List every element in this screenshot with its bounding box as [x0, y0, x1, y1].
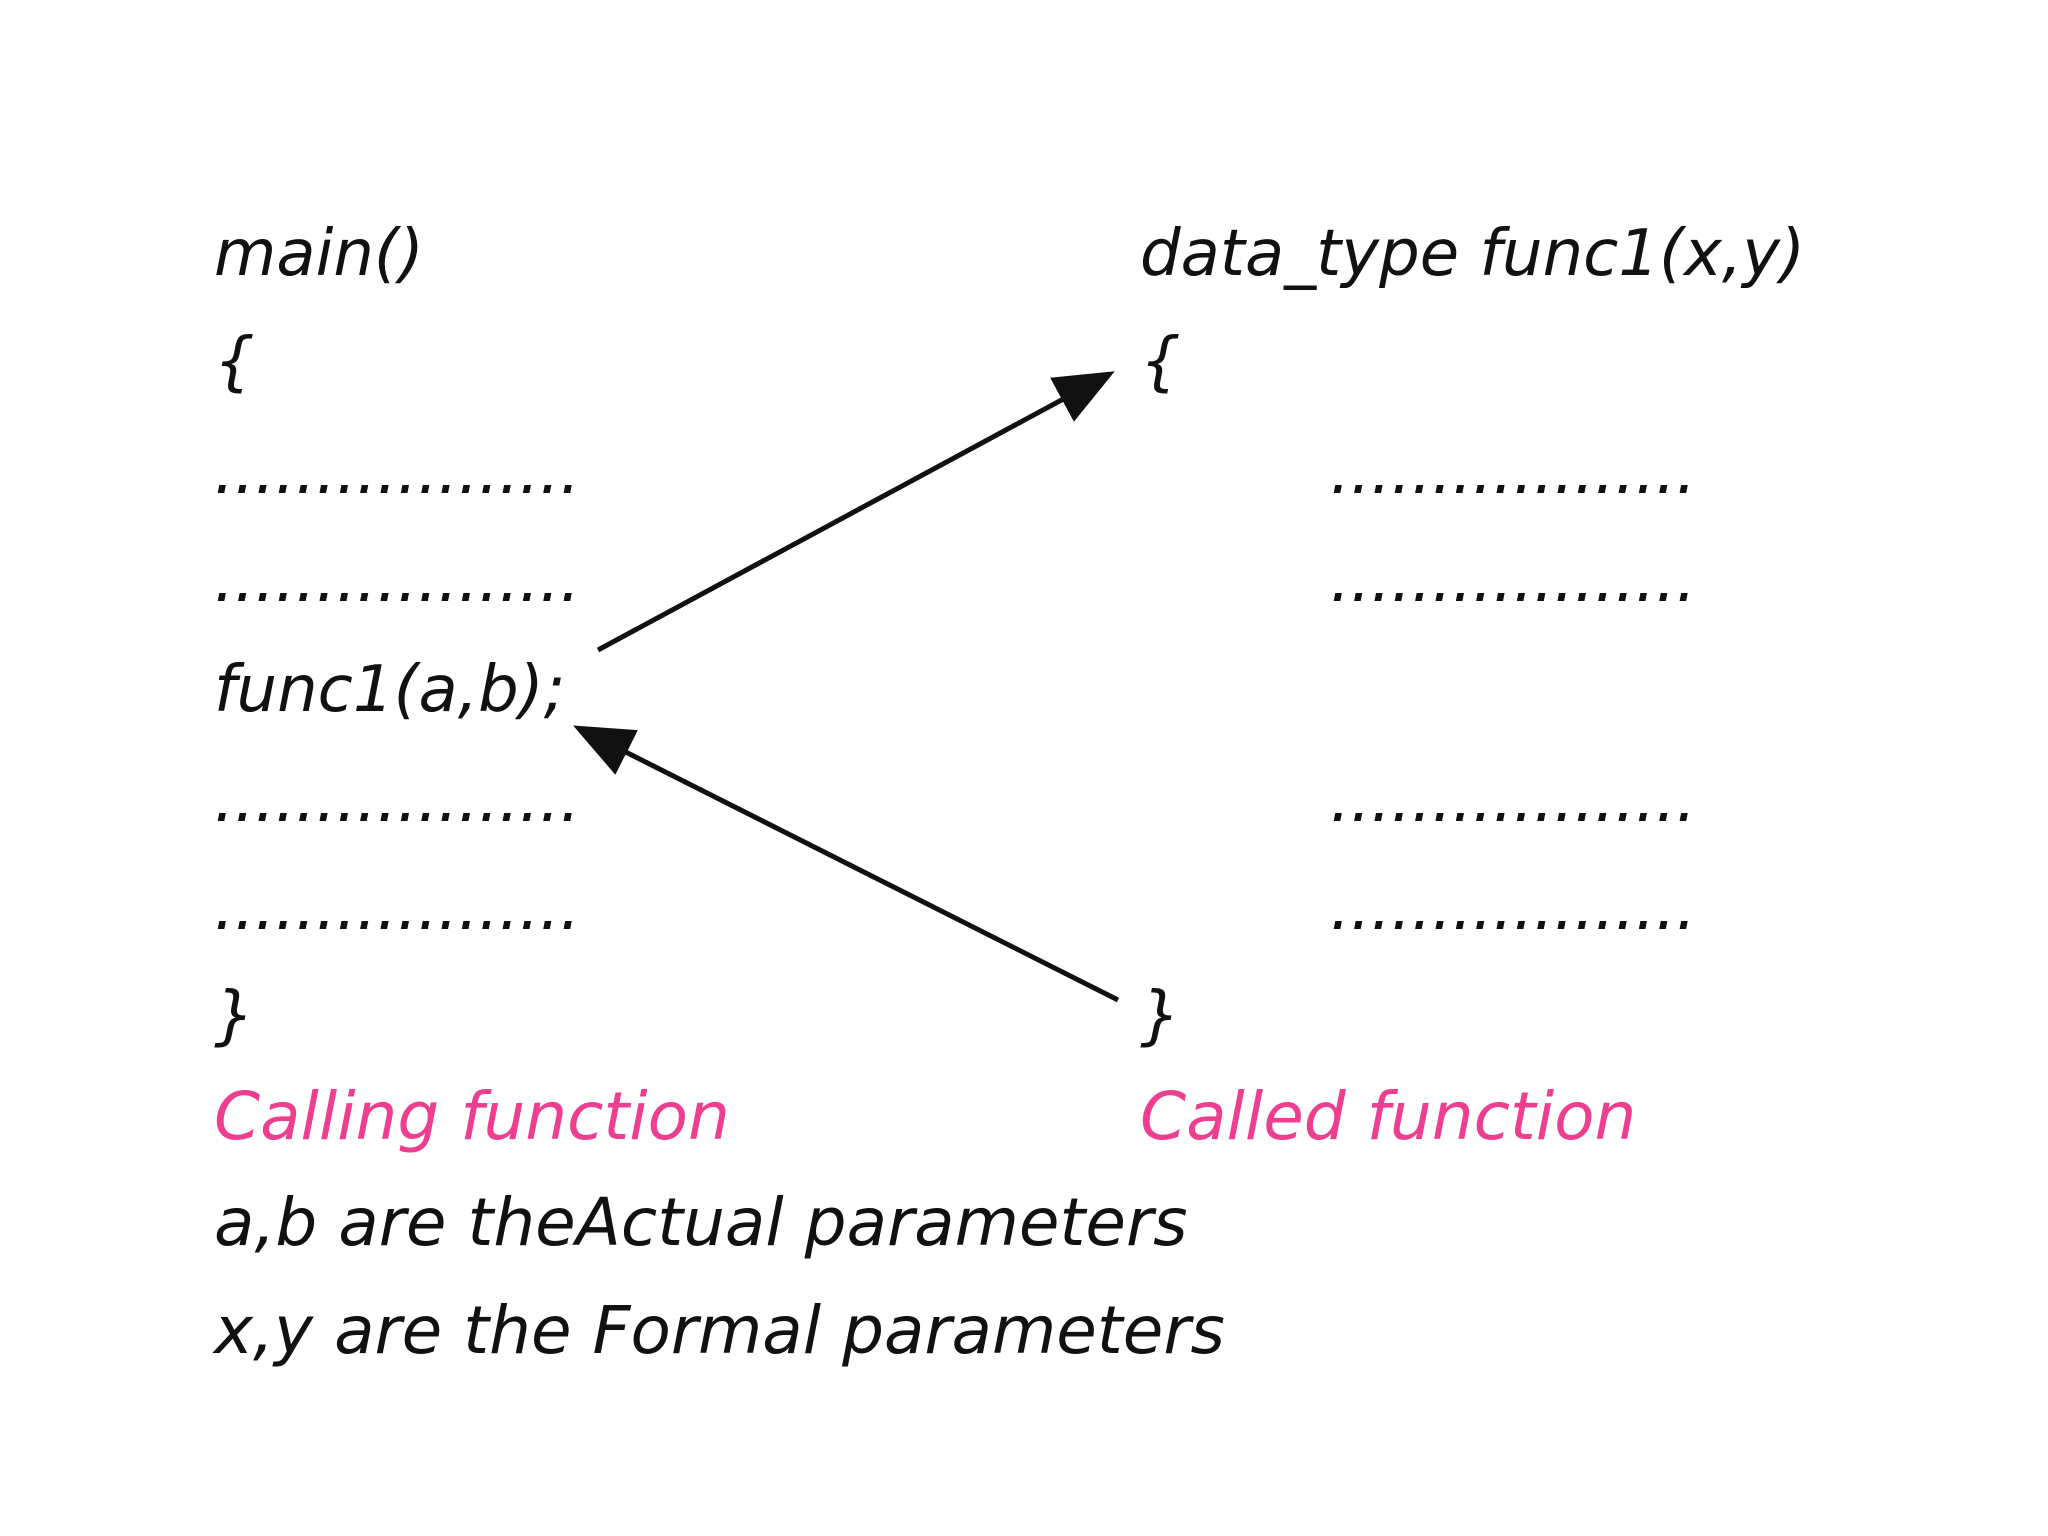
calling-dots-4: .................. [214, 871, 581, 945]
calling-close-brace: } [214, 979, 255, 1053]
called-header: data_type func1(x,y) [1140, 217, 1806, 291]
formal-parameters-note: x,y are the Formal parameters [214, 1292, 1225, 1369]
called-close-brace: } [1140, 979, 1181, 1053]
calling-dots-2: .................. [214, 543, 581, 617]
calling-function-label: Calling function [214, 1078, 730, 1155]
calling-dots-3: .................. [214, 763, 581, 837]
called-open-brace: { [1140, 325, 1181, 399]
called-dots-1: .................. [1330, 435, 1697, 509]
called-dots-2: .................. [1330, 543, 1697, 617]
calling-open-brace: { [214, 325, 255, 399]
calling-dots-1: .................. [214, 435, 581, 509]
calling-header: main() [214, 217, 424, 291]
return-arrow [573, 725, 1120, 1003]
called-function-label: Called function [1140, 1078, 1637, 1155]
function-call: func1(a,b); [214, 653, 566, 727]
actual-parameters-note: a,b are theActual parameters [214, 1184, 1188, 1261]
called-dots-4: .................. [1330, 871, 1697, 945]
called-dots-3: .................. [1330, 763, 1697, 837]
call-arrow [596, 371, 1115, 653]
